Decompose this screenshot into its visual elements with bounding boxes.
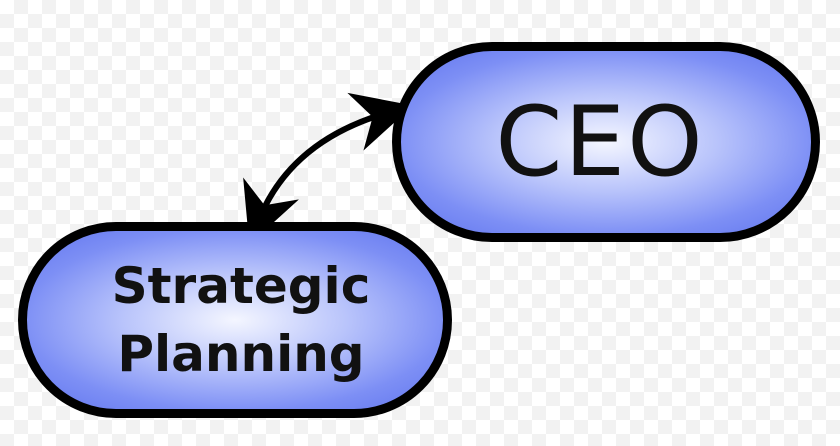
connector-line: [243, 92, 414, 245]
strategic-planning-label: Strategic Planning: [112, 252, 371, 388]
ceo-node[interactable]: CEO: [392, 42, 820, 242]
strategic-planning-label-line1: Strategic: [111, 257, 371, 315]
strategic-planning-node[interactable]: Strategic Planning: [18, 222, 452, 418]
ceo-label: CEO: [495, 86, 705, 198]
strategic-planning-label-line2: Planning: [117, 325, 365, 383]
